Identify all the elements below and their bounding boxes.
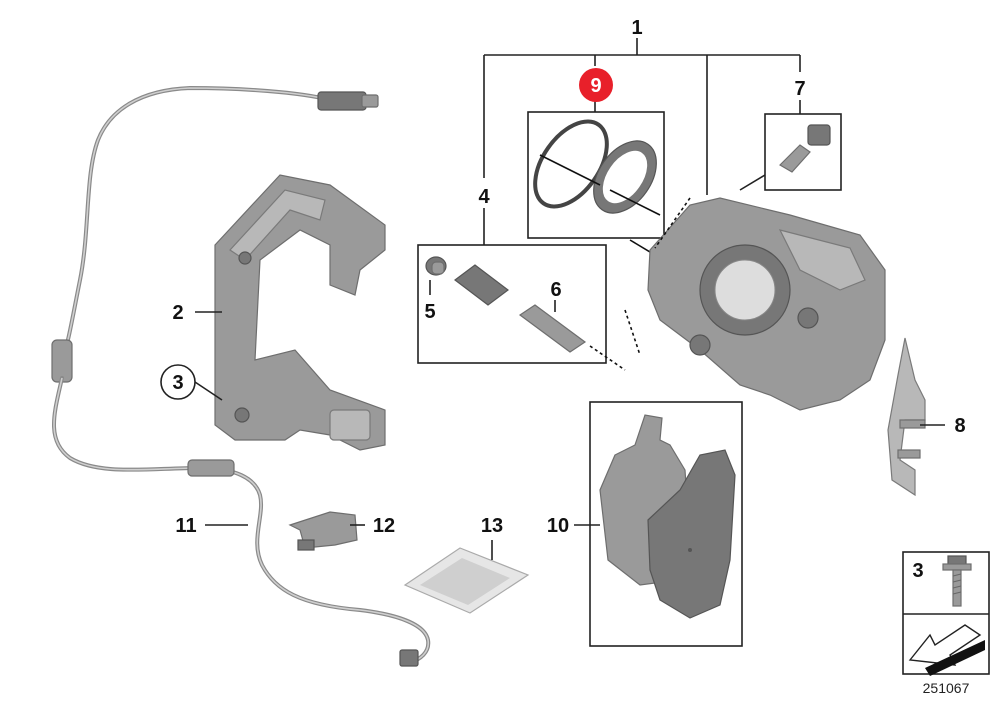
label-3-circle bbox=[160, 364, 196, 400]
label-12[interactable]: 12 bbox=[373, 515, 395, 537]
label-6[interactable]: 6 bbox=[550, 279, 561, 301]
label-8[interactable]: 8 bbox=[954, 415, 965, 437]
caliper-housing bbox=[624, 197, 886, 411]
guide-pin-box bbox=[417, 244, 626, 371]
tighten-arrow-icon bbox=[908, 624, 985, 676]
grease-sachet bbox=[403, 547, 530, 614]
label-7[interactable]: 7 bbox=[794, 78, 805, 100]
label-13[interactable]: 13 bbox=[481, 515, 503, 537]
label-3[interactable]: 3 bbox=[172, 372, 183, 394]
fastener-legend: 3 bbox=[902, 551, 990, 676]
part-labels: 1 2 3 4 5 6 7 8 10 11 12 13 bbox=[160, 17, 966, 537]
bleeder-valve-box bbox=[739, 113, 842, 191]
sensor-cable-lower bbox=[52, 376, 431, 667]
label-5[interactable]: 5 bbox=[424, 301, 435, 323]
highlight-badge-9[interactable]: 9 bbox=[579, 68, 613, 102]
highlight-circle bbox=[579, 68, 613, 102]
leader-lines bbox=[194, 280, 945, 560]
sensor-cable-upper bbox=[51, 85, 379, 383]
label-11[interactable]: 11 bbox=[175, 515, 196, 537]
label-1[interactable]: 1 bbox=[631, 17, 642, 39]
sensor-clip bbox=[288, 511, 358, 551]
seal-kit-box bbox=[527, 111, 665, 259]
catalog-number: 251067 bbox=[923, 680, 970, 696]
label-9: 9 bbox=[590, 75, 601, 97]
label-4[interactable]: 4 bbox=[478, 186, 490, 208]
brake-pads-box bbox=[589, 401, 743, 647]
label-10[interactable]: 10 bbox=[547, 515, 569, 537]
anti-rattle-spring bbox=[887, 337, 926, 497]
bolt-icon bbox=[942, 555, 972, 607]
caliper-carrier bbox=[214, 174, 386, 451]
label-2[interactable]: 2 bbox=[172, 302, 183, 324]
legend-number: 3 bbox=[912, 560, 923, 582]
assembly-1-bracket bbox=[483, 38, 801, 245]
